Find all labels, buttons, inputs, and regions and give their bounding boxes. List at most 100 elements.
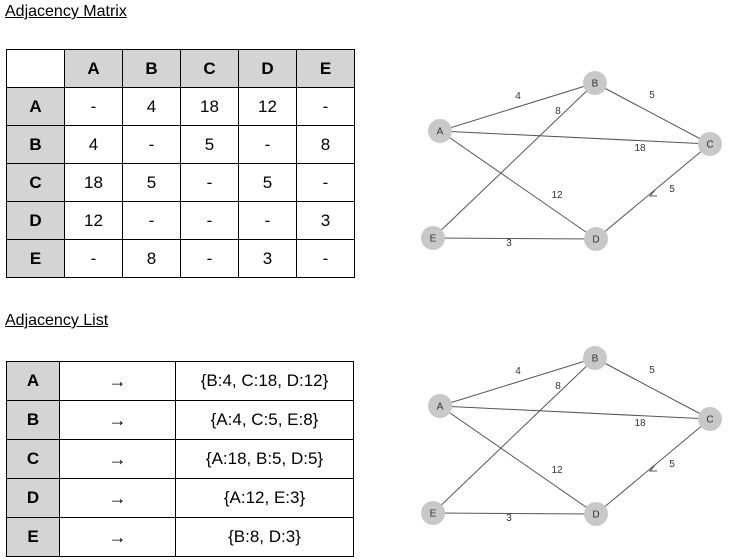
matrix-cell: - bbox=[296, 163, 355, 202]
list-node-label: B bbox=[6, 400, 60, 440]
graph-node-e bbox=[421, 226, 445, 250]
matrix-cell: 5 bbox=[180, 125, 239, 164]
list-row: E → {B:8, D:3} bbox=[6, 517, 354, 557]
adjacency-list-table: A → {B:4, C:18, D:12} B → {A:4, C:5, E:8… bbox=[6, 361, 354, 557]
matrix-cell: 8 bbox=[122, 239, 181, 278]
graph-node-a bbox=[428, 394, 452, 418]
edge-arrow-icon bbox=[648, 464, 657, 472]
edge-b-c bbox=[594, 82, 711, 145]
matrix-cell: 12 bbox=[238, 87, 297, 126]
matrix-row: A - 4 18 12 - bbox=[6, 87, 355, 126]
edge-weight-label: 18 bbox=[634, 418, 646, 429]
edge-weight-label: 3 bbox=[506, 238, 512, 249]
matrix-header-row: A B C D E bbox=[6, 49, 355, 88]
edge-a-d bbox=[439, 405, 597, 515]
edge-weight-label: 5 bbox=[669, 184, 675, 195]
matrix-row: B 4 - 5 - 8 bbox=[6, 125, 355, 164]
edge-a-d bbox=[439, 130, 597, 240]
matrix-cell: - bbox=[238, 125, 297, 164]
edge-e-d bbox=[432, 237, 597, 240]
list-neighbors: {A:4, C:5, E:8} bbox=[175, 400, 354, 440]
matrix-cell: - bbox=[180, 239, 239, 278]
edge-weight-label: 5 bbox=[669, 459, 675, 470]
edge-a-c bbox=[439, 130, 711, 145]
matrix-col-header: C bbox=[180, 49, 239, 88]
edge-c-d bbox=[595, 418, 711, 515]
matrix-col-header: A bbox=[64, 49, 123, 88]
edge-weight-label: 8 bbox=[555, 106, 561, 117]
matrix-cell: 18 bbox=[180, 87, 239, 126]
list-node-label: D bbox=[6, 478, 60, 518]
matrix-row-header: A bbox=[6, 87, 65, 126]
graph-node-a bbox=[428, 119, 452, 143]
matrix-row-header: D bbox=[6, 201, 65, 240]
graph-node-label: A bbox=[437, 402, 444, 413]
graph-node-label: D bbox=[592, 235, 599, 246]
matrix-col-header: D bbox=[238, 49, 297, 88]
list-row: D → {A:12, E:3} bbox=[6, 478, 354, 518]
graph-node-b bbox=[583, 71, 607, 95]
list-node-label: A bbox=[6, 361, 60, 401]
matrix-cell: 3 bbox=[296, 201, 355, 240]
matrix-cell: 5 bbox=[238, 163, 297, 202]
matrix-row: E - 8 - 3 - bbox=[6, 239, 355, 278]
matrix-cell: - bbox=[64, 87, 123, 126]
edge-weight-label: 4 bbox=[515, 91, 521, 102]
adjacency-matrix-table: A B C D E A - 4 18 12 - B 4 - 5 - 8 C 18… bbox=[6, 49, 355, 278]
adjacency-matrix-heading: Adjacency Matrix bbox=[5, 3, 127, 20]
matrix-row: D 12 - - - 3 bbox=[6, 201, 355, 240]
edge-b-e bbox=[432, 357, 596, 514]
graph-node-label: B bbox=[592, 354, 599, 365]
graph-node-label: B bbox=[592, 79, 599, 90]
matrix-cell: - bbox=[122, 201, 181, 240]
matrix-cell: 3 bbox=[238, 239, 297, 278]
graph-node-c bbox=[698, 132, 722, 156]
edge-a-b bbox=[439, 357, 596, 407]
matrix-cell: - bbox=[296, 87, 355, 126]
edge-a-b bbox=[439, 82, 596, 132]
edge-weight-label: 5 bbox=[649, 365, 655, 376]
edge-a-c bbox=[439, 405, 711, 420]
list-node-label: E bbox=[6, 517, 60, 557]
matrix-row-header: B bbox=[6, 125, 65, 164]
graph-node-label: E bbox=[430, 509, 437, 520]
edge-weight-label: 4 bbox=[515, 366, 521, 377]
graph-node-label: C bbox=[706, 140, 713, 151]
edge-b-c bbox=[594, 357, 711, 420]
list-row: B → {A:4, C:5, E:8} bbox=[6, 400, 354, 440]
matrix-cell: 8 bbox=[296, 125, 355, 164]
matrix-cell: 4 bbox=[122, 87, 181, 126]
edge-weight-label: 12 bbox=[551, 190, 563, 201]
graph-node-e bbox=[421, 501, 445, 525]
matrix-row-header: C bbox=[6, 163, 65, 202]
adjacency-list-heading: Adjacency List bbox=[5, 312, 109, 329]
right-arrow-icon: → bbox=[59, 361, 176, 401]
list-row: C → {A:18, B:5, D:5} bbox=[6, 439, 354, 479]
matrix-cell: 4 bbox=[64, 125, 123, 164]
graph-node-label: E bbox=[430, 234, 437, 245]
matrix-row-header: E bbox=[6, 239, 65, 278]
matrix-cell: - bbox=[64, 239, 123, 278]
graph-node-b bbox=[583, 346, 607, 370]
list-neighbors: {A:12, E:3} bbox=[175, 478, 354, 518]
right-arrow-icon: → bbox=[59, 517, 176, 557]
graph-node-d bbox=[584, 502, 608, 526]
matrix-row: C 18 5 - 5 - bbox=[6, 163, 355, 202]
edge-weight-label: 8 bbox=[555, 381, 561, 392]
matrix-corner-cell bbox=[6, 49, 65, 88]
matrix-col-header: E bbox=[296, 49, 355, 88]
right-arrow-icon: → bbox=[59, 478, 176, 518]
matrix-cell: - bbox=[180, 163, 239, 202]
matrix-cell: 18 bbox=[64, 163, 123, 202]
edge-b-e bbox=[432, 82, 596, 239]
matrix-cell: - bbox=[238, 201, 297, 240]
edge-e-d bbox=[432, 512, 597, 515]
matrix-cell: - bbox=[296, 239, 355, 278]
list-row: A → {B:4, C:18, D:12} bbox=[6, 361, 354, 401]
graph-node-d bbox=[584, 227, 608, 251]
matrix-cell: - bbox=[180, 201, 239, 240]
graph-node-label: A bbox=[437, 127, 444, 138]
matrix-cell: - bbox=[122, 125, 181, 164]
